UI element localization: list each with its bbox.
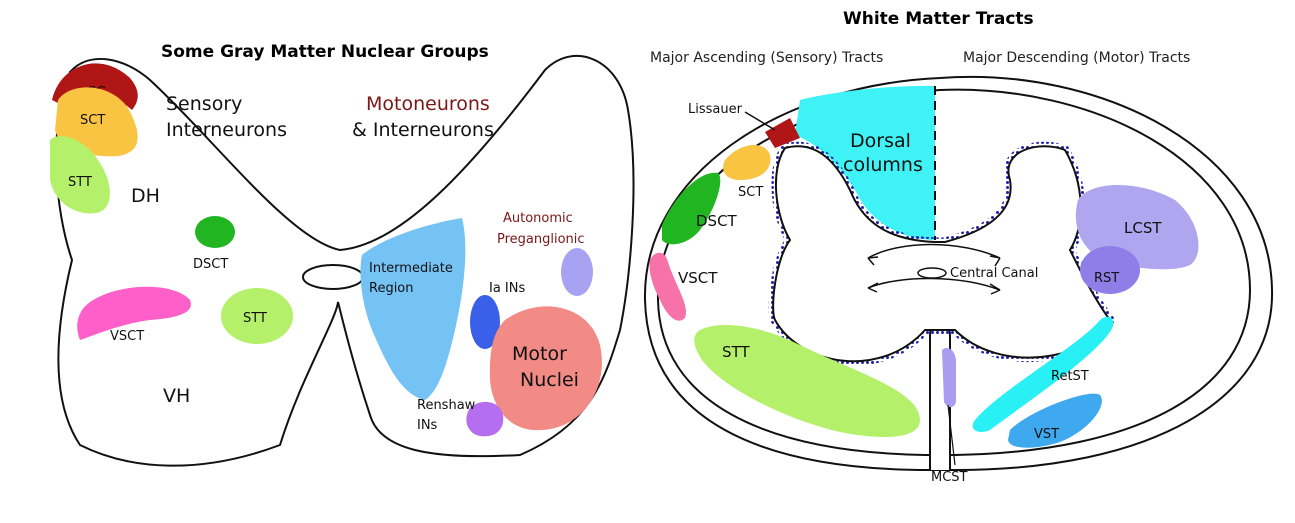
vst-label: VST bbox=[1034, 427, 1059, 442]
central-canal-right bbox=[917, 267, 947, 279]
stt-ventral-region bbox=[221, 288, 293, 344]
autonomic-label: Autonomic Preganglionic bbox=[497, 211, 585, 247]
intermediate-label: Intermediate Region bbox=[369, 261, 457, 296]
lissauer-pointer bbox=[744, 111, 776, 131]
rst-label: RST bbox=[1094, 271, 1119, 286]
vh-label: VH bbox=[163, 385, 190, 407]
vsct-label-left: VSCT bbox=[110, 329, 144, 344]
autonomic-region bbox=[561, 248, 593, 296]
sct-label-left: SCT bbox=[80, 113, 105, 128]
right-panel-title: White Matter Tracts bbox=[843, 9, 1034, 29]
retst-label: RetST bbox=[1051, 369, 1089, 384]
lissauer-region bbox=[765, 118, 800, 148]
renshaw-label: Renshaw INs bbox=[417, 398, 479, 433]
vsct-region-left bbox=[77, 286, 191, 340]
vst-region bbox=[1008, 393, 1102, 448]
stt-dorsal-region bbox=[50, 135, 110, 214]
vsct-region-right bbox=[649, 252, 687, 321]
dorsal-columns-label: Dorsal columns bbox=[843, 130, 923, 176]
ia-ins-region bbox=[470, 295, 500, 349]
motor-nuclei-label: Motor Nuclei bbox=[512, 343, 579, 391]
dsct-region-right bbox=[662, 172, 721, 245]
descending-header: Major Descending (Motor) Tracts bbox=[963, 50, 1190, 66]
gray-matter-panel: SG SCT STT DH Sensory Interneurons Moton… bbox=[50, 42, 635, 467]
dsct-label-left: DSCT bbox=[193, 257, 228, 272]
left-panel-title: Some Gray Matter Nuclear Groups bbox=[161, 42, 489, 62]
dsct-region-left bbox=[195, 216, 235, 248]
renshaw-region bbox=[466, 401, 504, 437]
lissauer-label: Lissauer bbox=[688, 102, 743, 117]
mcst-pointer bbox=[947, 404, 956, 466]
rst-region bbox=[1080, 246, 1140, 294]
stt-region-right bbox=[694, 325, 920, 437]
gray-matter-outline bbox=[55, 54, 635, 467]
commissure-arrow-upper bbox=[867, 243, 1001, 259]
central-canal-left bbox=[302, 264, 364, 290]
stt-ventral-label: STT bbox=[243, 311, 267, 326]
sct-region-left bbox=[55, 87, 138, 157]
sensory-label: Sensory Interneurons bbox=[166, 93, 287, 141]
dsct-label-right: DSCT bbox=[696, 212, 738, 230]
sct-label-right: SCT bbox=[738, 185, 763, 200]
stt-label-right: STT bbox=[722, 343, 750, 361]
ascending-header: Major Ascending (Sensory) Tracts bbox=[650, 50, 883, 66]
intermediate-region bbox=[360, 218, 466, 400]
vsct-label-right: VSCT bbox=[678, 269, 718, 287]
motor-nuclei-region bbox=[489, 306, 602, 431]
commissure-arrow-lower bbox=[867, 277, 1001, 291]
gray-matter-inner-outline bbox=[772, 145, 1112, 363]
arrowheads bbox=[867, 255, 1001, 295]
dorsal-columns-region bbox=[795, 85, 935, 240]
sct-region-right bbox=[723, 144, 771, 180]
ia-ins-label: Ia INs bbox=[489, 281, 525, 296]
central-canal-label: Central Canal bbox=[950, 266, 1038, 281]
stt-dorsal-label: STT bbox=[68, 175, 92, 190]
white-matter-panel: White Matter Tracts Major Ascending (Sen… bbox=[643, 9, 1274, 485]
moto-interneurons-label: & Interneurons bbox=[352, 119, 494, 141]
motoneurons-label: Motoneurons bbox=[366, 93, 490, 115]
mcst-region bbox=[942, 348, 956, 408]
lcst-label: LCST bbox=[1124, 219, 1162, 237]
dh-label: DH bbox=[131, 185, 160, 207]
retst-region bbox=[972, 316, 1114, 432]
mcst-label: MCST bbox=[931, 470, 968, 485]
